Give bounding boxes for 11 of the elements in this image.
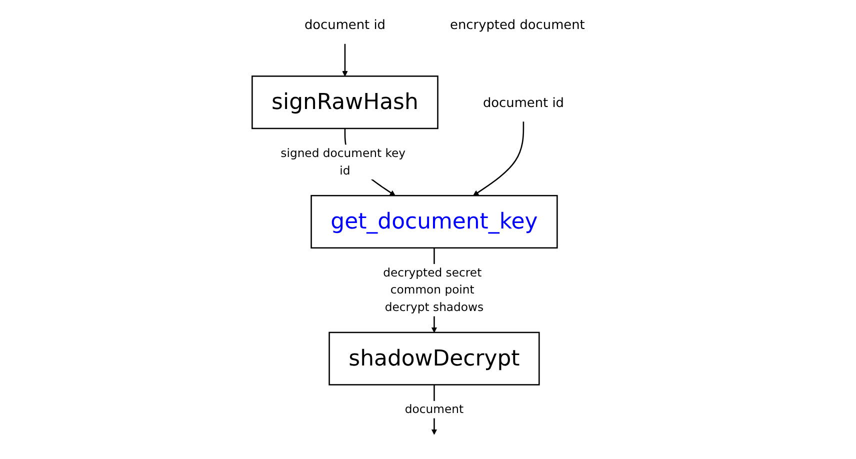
node-text: document id [304, 16, 386, 32]
node-box: signRawHash [251, 76, 438, 130]
node-text: document id [482, 94, 564, 110]
edge-label: decrypted secret common point decrypt shadows [382, 266, 484, 314]
node-box: shadowDecrypt [328, 332, 540, 386]
node-box: get_document_key [310, 194, 558, 249]
arrow [342, 44, 348, 76]
edge-label: signed document key id [280, 146, 406, 178]
edge-label: document [404, 402, 464, 416]
arrow [472, 122, 524, 196]
node-text: encrypted document [450, 16, 585, 32]
